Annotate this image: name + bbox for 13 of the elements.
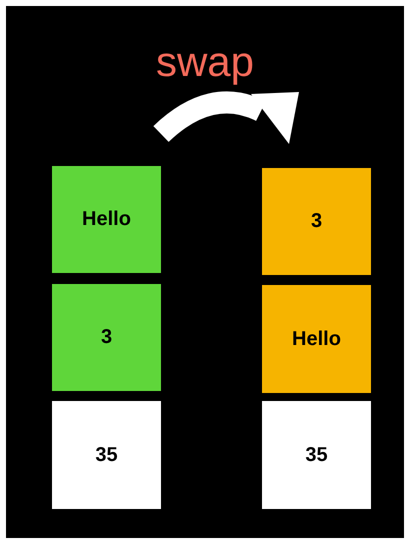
value-box	[262, 168, 371, 275]
value-box	[52, 166, 161, 273]
value-box	[262, 401, 371, 509]
value-text: 35	[305, 444, 328, 466]
value-box	[52, 284, 161, 391]
value-text: 3	[310, 210, 322, 233]
value-text: Hello	[82, 208, 131, 231]
value-box	[262, 285, 371, 393]
value-text: Hello	[292, 328, 341, 350]
value-box	[52, 401, 161, 509]
title: swap	[154, 38, 256, 86]
value-text: 35	[95, 444, 118, 466]
value-text: 3	[100, 326, 112, 349]
